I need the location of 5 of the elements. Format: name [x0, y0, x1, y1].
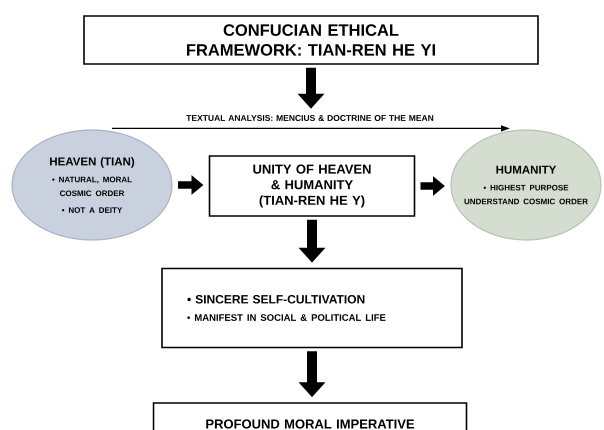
text-box: PROFOUND MORAL IMPERATIVE [152, 402, 468, 430]
text-box: UNITY OF HEAVEN & HUMANITY (TIAN-REN HE Y) [208, 155, 416, 217]
text-box: • SINCERE SELF-CULTIVATION • MANIFEST IN SOCIAL & POLITICAL LIFE [161, 268, 463, 348]
heading-text: TEXTUAL ANALYSIS: MENCIUS & DOCTRINE OF THE MEAN [186, 115, 434, 121]
text-box: CONFUCIAN ETHICAL FRAMEWORK: TIAN-REN HE YI [83, 15, 539, 65]
